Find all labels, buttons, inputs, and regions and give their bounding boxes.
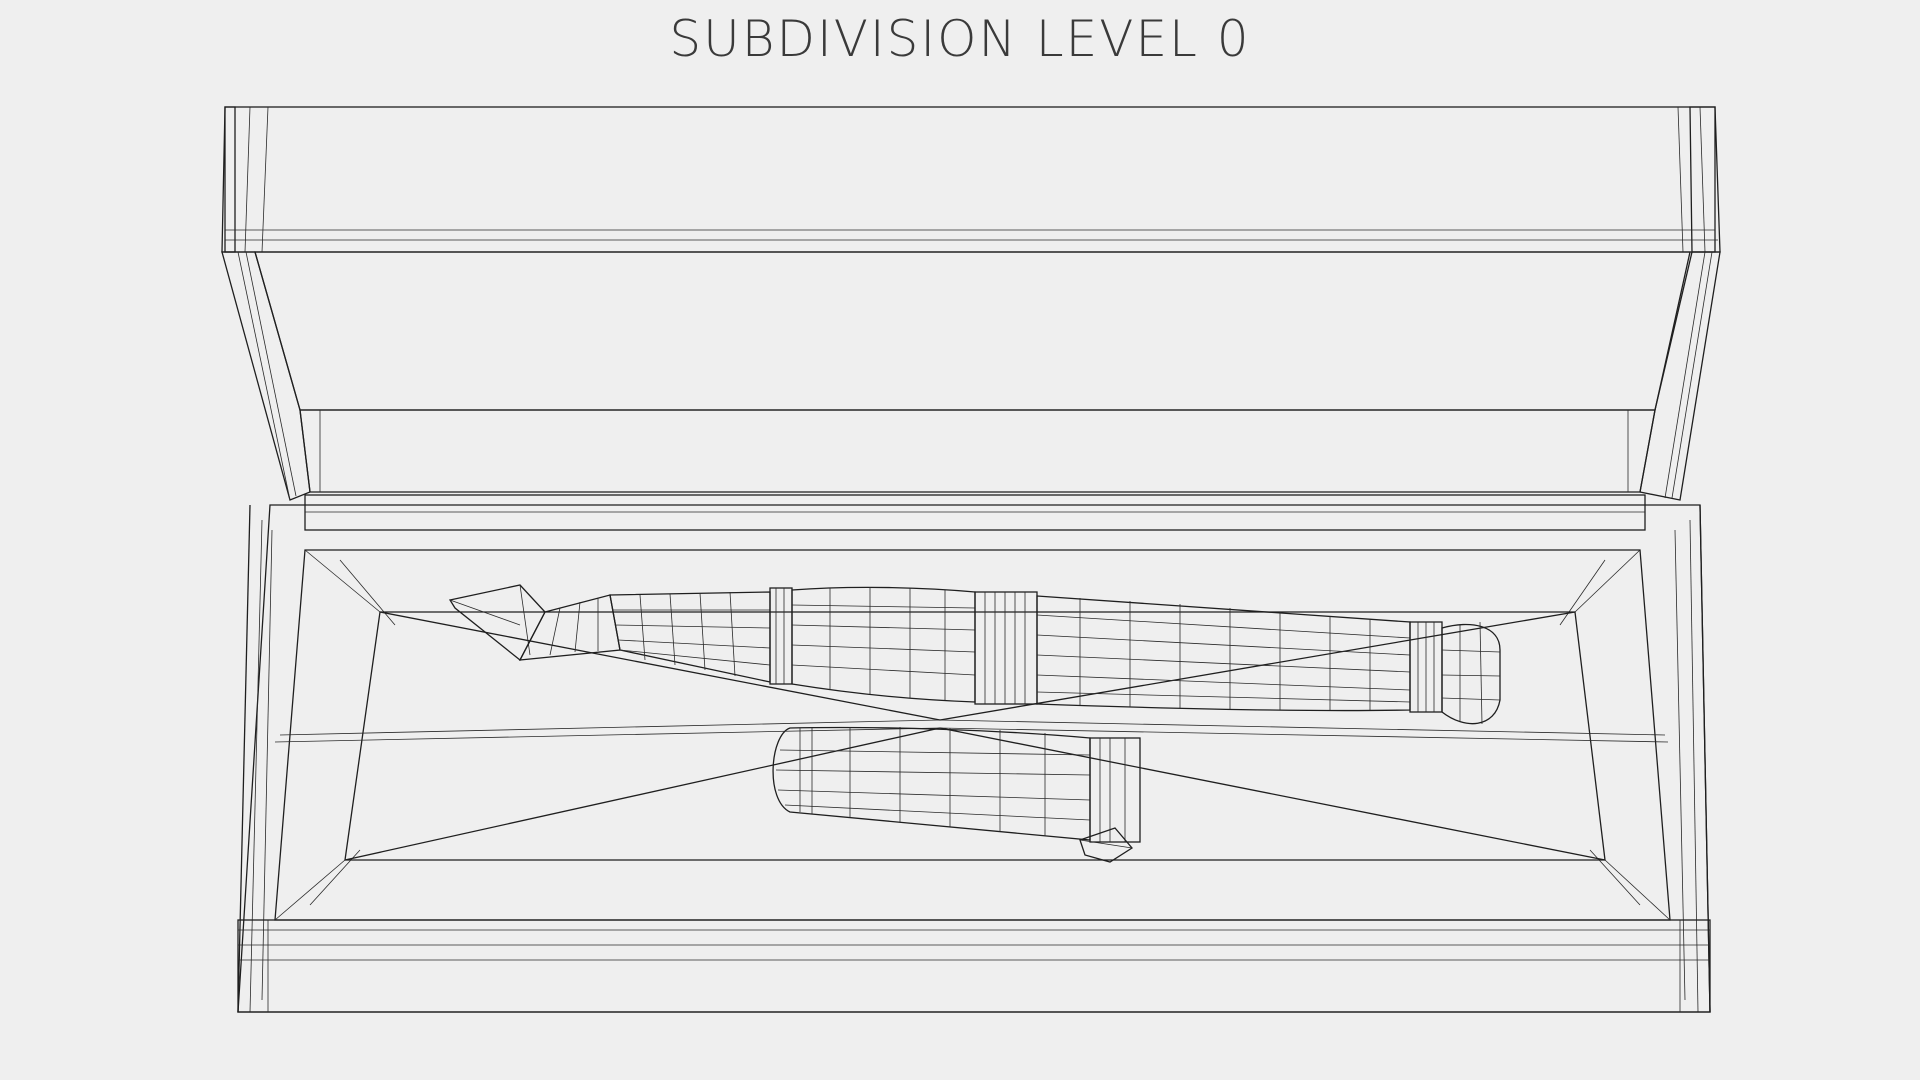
- pen-cap: [772, 726, 1141, 863]
- case-base: [237, 494, 1711, 1013]
- case-lid: [221, 106, 1721, 501]
- render-title: SUBDIVISION LEVEL 0: [669, 10, 1251, 68]
- fountain-pen: [448, 584, 1501, 725]
